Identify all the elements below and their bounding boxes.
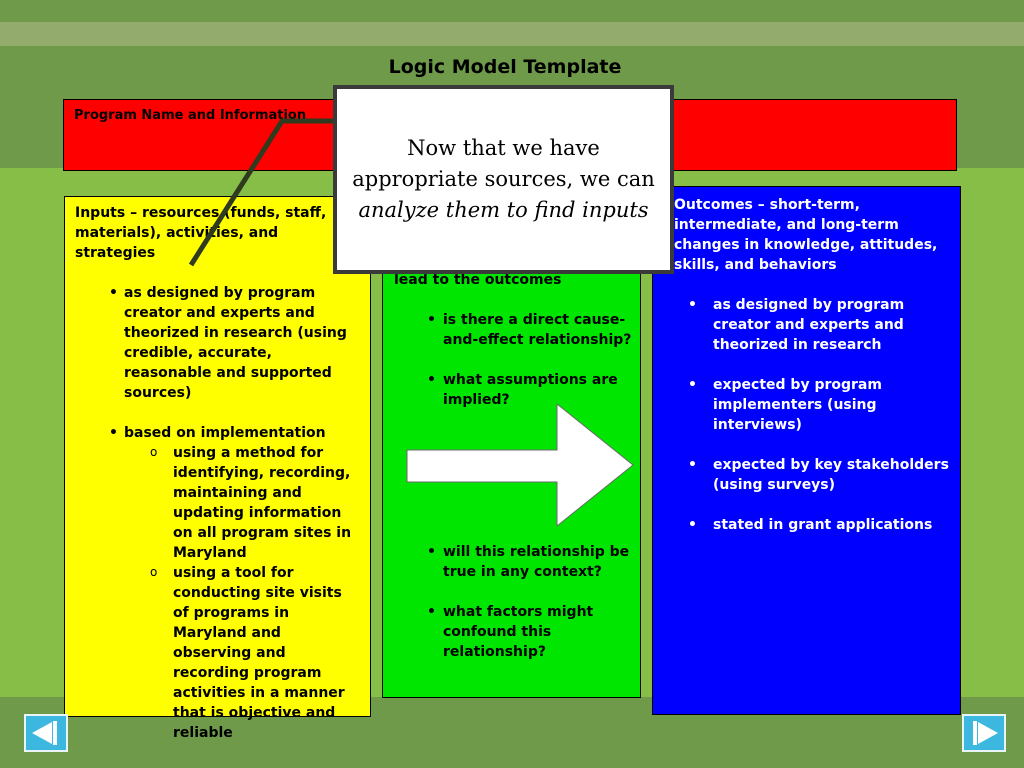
inputs-bullet-2: based on implementation using a method f… xyxy=(75,423,360,743)
previous-slide-button[interactable] xyxy=(24,714,68,752)
right-arrow-icon xyxy=(973,721,998,745)
outcomes-bullet-4: stated in grant applications xyxy=(674,515,950,535)
callout-text: Now that we have appropriate sources, we… xyxy=(347,133,660,226)
callout-box: Now that we have appropriate sources, we… xyxy=(333,85,674,274)
outcomes-bullet-1: as designed by program creator and exper… xyxy=(674,295,950,355)
activities-question-4: what factors might confound this relatio… xyxy=(391,602,632,662)
outcomes-bullet-2: expected by program implementers (using … xyxy=(674,375,950,435)
callout-text-plain: Now that we have appropriate sources, we… xyxy=(352,136,655,191)
activities-questions-top: is there a direct cause-and-effect relat… xyxy=(391,310,632,410)
activities-question-2: what assumptions are implied? xyxy=(391,370,632,410)
outcomes-column: Outcomes – short-term, intermediate, and… xyxy=(652,186,961,715)
next-slide-button[interactable] xyxy=(962,714,1006,752)
activities-partial-text: lead to the outcomes xyxy=(394,272,562,288)
activities-questions-bottom: will this relationship be true in any co… xyxy=(391,542,632,662)
outcomes-heading: Outcomes – short-term, intermediate, and… xyxy=(674,197,938,273)
activities-question-3: will this relationship be true in any co… xyxy=(391,542,632,582)
inputs-column: Inputs – resources (funds, staff, materi… xyxy=(64,196,371,741)
inputs-heading: Inputs – resources (funds, staff, materi… xyxy=(75,205,327,261)
program-info-label: Program Name and Information xyxy=(74,108,307,123)
outcomes-bullet-list: as designed by program creator and exper… xyxy=(674,295,950,535)
inputs-bullet-list: as designed by program creator and exper… xyxy=(75,283,360,743)
right-arrow-shape xyxy=(406,402,634,528)
left-arrow-icon xyxy=(32,721,57,745)
activities-column: lead to the outcomes is there a direct c… xyxy=(382,196,641,698)
inputs-bullet-1: as designed by program creator and exper… xyxy=(75,283,360,403)
inputs-bullet-2-text: based on implementation xyxy=(124,425,326,441)
background-light-stripe xyxy=(0,22,1024,46)
inputs-sub-1: using a method for identifying, recordin… xyxy=(124,442,360,563)
activities-question-1: is there a direct cause-and-effect relat… xyxy=(391,310,632,350)
outcomes-bullet-3: expected by key stakeholders (using surv… xyxy=(674,455,950,495)
inputs-sub-2: using a tool for conducting site visits … xyxy=(124,562,360,743)
inputs-sub-list: using a method for identifying, recordin… xyxy=(124,442,360,743)
callout-text-italic: analyze them to find inputs xyxy=(358,198,649,222)
slide-title: Logic Model Template xyxy=(388,56,622,78)
